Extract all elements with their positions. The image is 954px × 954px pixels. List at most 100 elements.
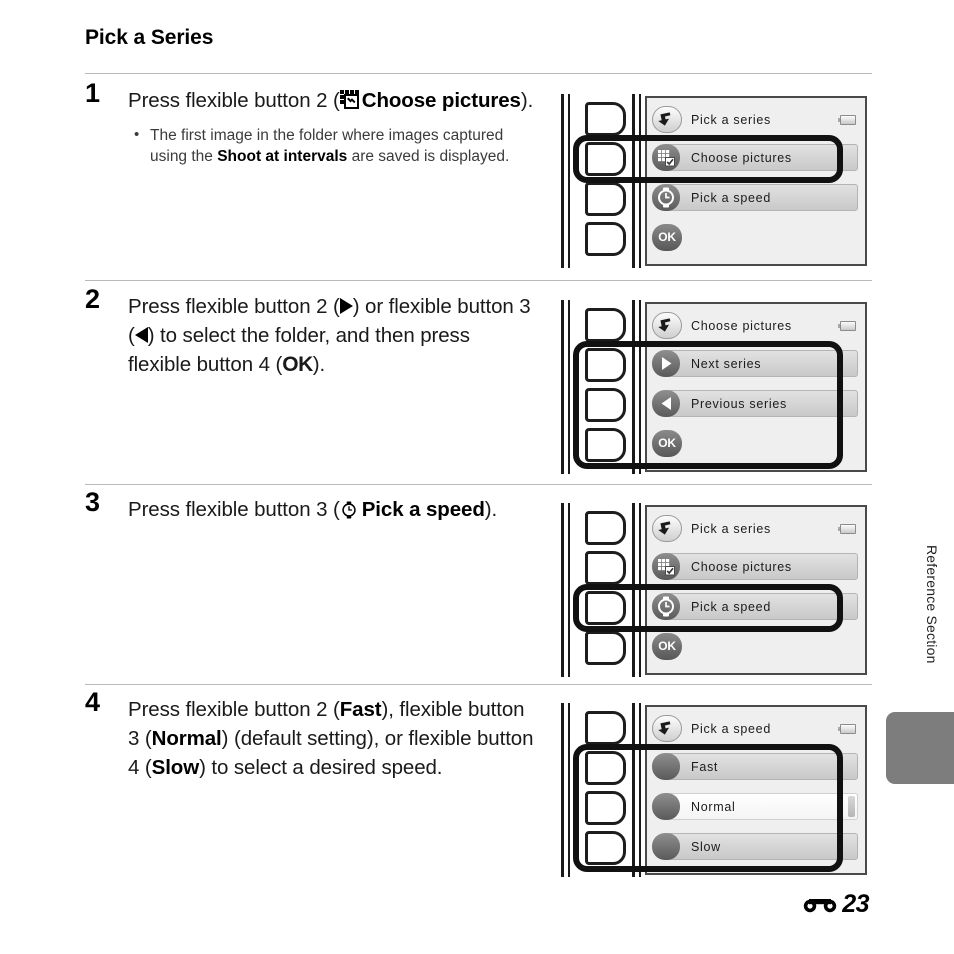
bullet-text-part: The first image in the folder where imag…: [150, 127, 504, 165]
step-divider: [85, 484, 872, 485]
menu-row-label: Next series: [691, 357, 762, 371]
step-text-part: ), flexible button 3 (: [128, 698, 525, 750]
menu-row-bar: [665, 390, 858, 417]
screen-title-row: Pick a speed: [647, 711, 865, 747]
flexible-button-1[interactable]: [585, 711, 626, 745]
step-text-part: Press flexible button 3 (: [128, 498, 340, 521]
camera-lcd-screen: Pick a series Choos: [645, 505, 867, 675]
ok-button-icon[interactable]: OK: [652, 224, 682, 251]
bullet-text-part: are saved is displayed.: [347, 148, 510, 165]
step-text-part: Press flexible button 2 (: [128, 295, 340, 318]
step-text-part: ) to select a desired speed.: [199, 756, 443, 779]
back-arrow-chip: [652, 515, 682, 542]
flexible-button-3[interactable]: [585, 591, 626, 625]
menu-row-normal[interactable]: Normal: [647, 789, 865, 825]
grid-checkbox-icon: [658, 150, 675, 167]
camera-body-edge: [632, 94, 635, 268]
camera-lcd-screen: Pick a speed Fast Normal: [645, 705, 867, 875]
step-text-bold: Fast: [339, 698, 382, 721]
menu-row-label: Slow: [691, 840, 721, 854]
menu-row-bar: [665, 753, 858, 780]
menu-row-bar: [665, 144, 858, 171]
flexible-button-4[interactable]: [585, 831, 626, 865]
flexible-button-1[interactable]: [585, 511, 626, 545]
camera-body-edge: [639, 300, 641, 474]
bullet-chip-icon: [652, 833, 680, 860]
battery-icon: [838, 724, 856, 734]
menu-row-label: Pick a speed: [691, 600, 771, 614]
list-item: The first image in the folder where imag…: [128, 124, 538, 167]
menu-row-slow[interactable]: Slow: [647, 829, 865, 865]
menu-row-label: Choose pictures: [691, 151, 792, 165]
step-text-bold: Choose pictures: [361, 89, 521, 112]
camera-illustration-2: Choose pictures Next series: [552, 300, 870, 474]
flexible-button-3[interactable]: [585, 388, 626, 422]
step-text-bold: Pick a speed: [361, 498, 485, 521]
screen-title: Pick a series: [691, 522, 771, 536]
clock-icon: [342, 501, 356, 519]
camera-body-edge: [561, 94, 564, 268]
screen-title-row: Pick a series: [647, 511, 865, 547]
battery-icon: [838, 524, 856, 534]
menu-row-label: Choose pictures: [691, 560, 792, 574]
menu-row-choose-pictures[interactable]: Choose pictures: [647, 140, 865, 176]
camera-lcd-screen: Choose pictures Next series: [645, 302, 867, 472]
step-number: 3: [85, 487, 101, 517]
menu-row-next-series[interactable]: Next series: [647, 346, 865, 382]
camera-body-edge: [568, 94, 570, 268]
right-triangle-icon: [339, 298, 353, 314]
step-text-part: ) or flexible button 3 (: [128, 295, 531, 347]
flexible-button-2[interactable]: [585, 348, 626, 382]
title-divider: [85, 73, 872, 74]
left-triangle-icon: [134, 327, 148, 343]
reference-section-icon: [803, 898, 837, 912]
flexible-button-4[interactable]: [585, 222, 626, 256]
menu-row-pick-a-speed[interactable]: Pick a speed: [647, 180, 865, 216]
menu-row-choose-pictures[interactable]: Choose pictures: [647, 549, 865, 585]
ok-button-icon[interactable]: OK: [652, 633, 682, 660]
flexible-button-3[interactable]: [585, 791, 626, 825]
step-text-bold: Slow: [151, 756, 200, 779]
camera-body-edge: [632, 703, 635, 877]
menu-row-label: Normal: [691, 800, 736, 814]
page-title: Pick a Series: [85, 26, 214, 49]
page-footer: 23: [802, 890, 869, 919]
back-arrow-icon: [658, 112, 671, 126]
step-text-part: Press flexible button 2 (: [128, 89, 340, 112]
section-tab: [886, 712, 954, 784]
camera-body-edge: [632, 503, 635, 677]
menu-row-fast[interactable]: Fast: [647, 749, 865, 785]
back-arrow-chip: [652, 312, 682, 339]
left-triangle-icon: [661, 397, 671, 410]
camera-body-edge: [639, 94, 641, 268]
step-text-part: ).: [312, 353, 326, 376]
step-instruction: Press flexible button 2 ( Choose pictures…: [128, 86, 538, 115]
bullet-chip-icon: [652, 793, 680, 820]
menu-row-label: Fast: [691, 760, 719, 774]
camera-body-edge: [561, 300, 564, 474]
flexible-button-4[interactable]: [585, 631, 626, 665]
camera-body-edge: [561, 503, 564, 677]
flexible-button-4[interactable]: [585, 428, 626, 462]
flexible-button-3[interactable]: [585, 182, 626, 216]
step-instruction: Press flexible button 3 ( Pick a speed).: [128, 495, 538, 524]
menu-row-bar: [665, 350, 858, 377]
step-body: Press flexible button 2 () or flexible b…: [128, 292, 538, 379]
flexible-button-1[interactable]: [585, 102, 626, 136]
screen-title-row: Pick a series: [647, 102, 865, 138]
screen-title: Pick a series: [691, 113, 771, 127]
flexible-button-1[interactable]: [585, 308, 626, 342]
step-text-part: ).: [484, 498, 498, 521]
camera-illustration-1: Pick a series Choos: [552, 94, 870, 268]
camera-body-edge: [639, 503, 641, 677]
step-instruction: Press flexible button 2 (Fast), flexible…: [128, 695, 538, 782]
flexible-button-2[interactable]: [585, 551, 626, 585]
flexible-button-2[interactable]: [585, 142, 626, 176]
flexible-button-2[interactable]: [585, 751, 626, 785]
step-bullet-list: The first image in the folder where imag…: [128, 124, 538, 167]
grid-checkbox-icon: [658, 559, 675, 576]
menu-row-pick-a-speed[interactable]: Pick a speed: [647, 589, 865, 625]
menu-row-previous-series[interactable]: Previous series: [647, 386, 865, 422]
ok-button-icon[interactable]: OK: [652, 430, 682, 457]
